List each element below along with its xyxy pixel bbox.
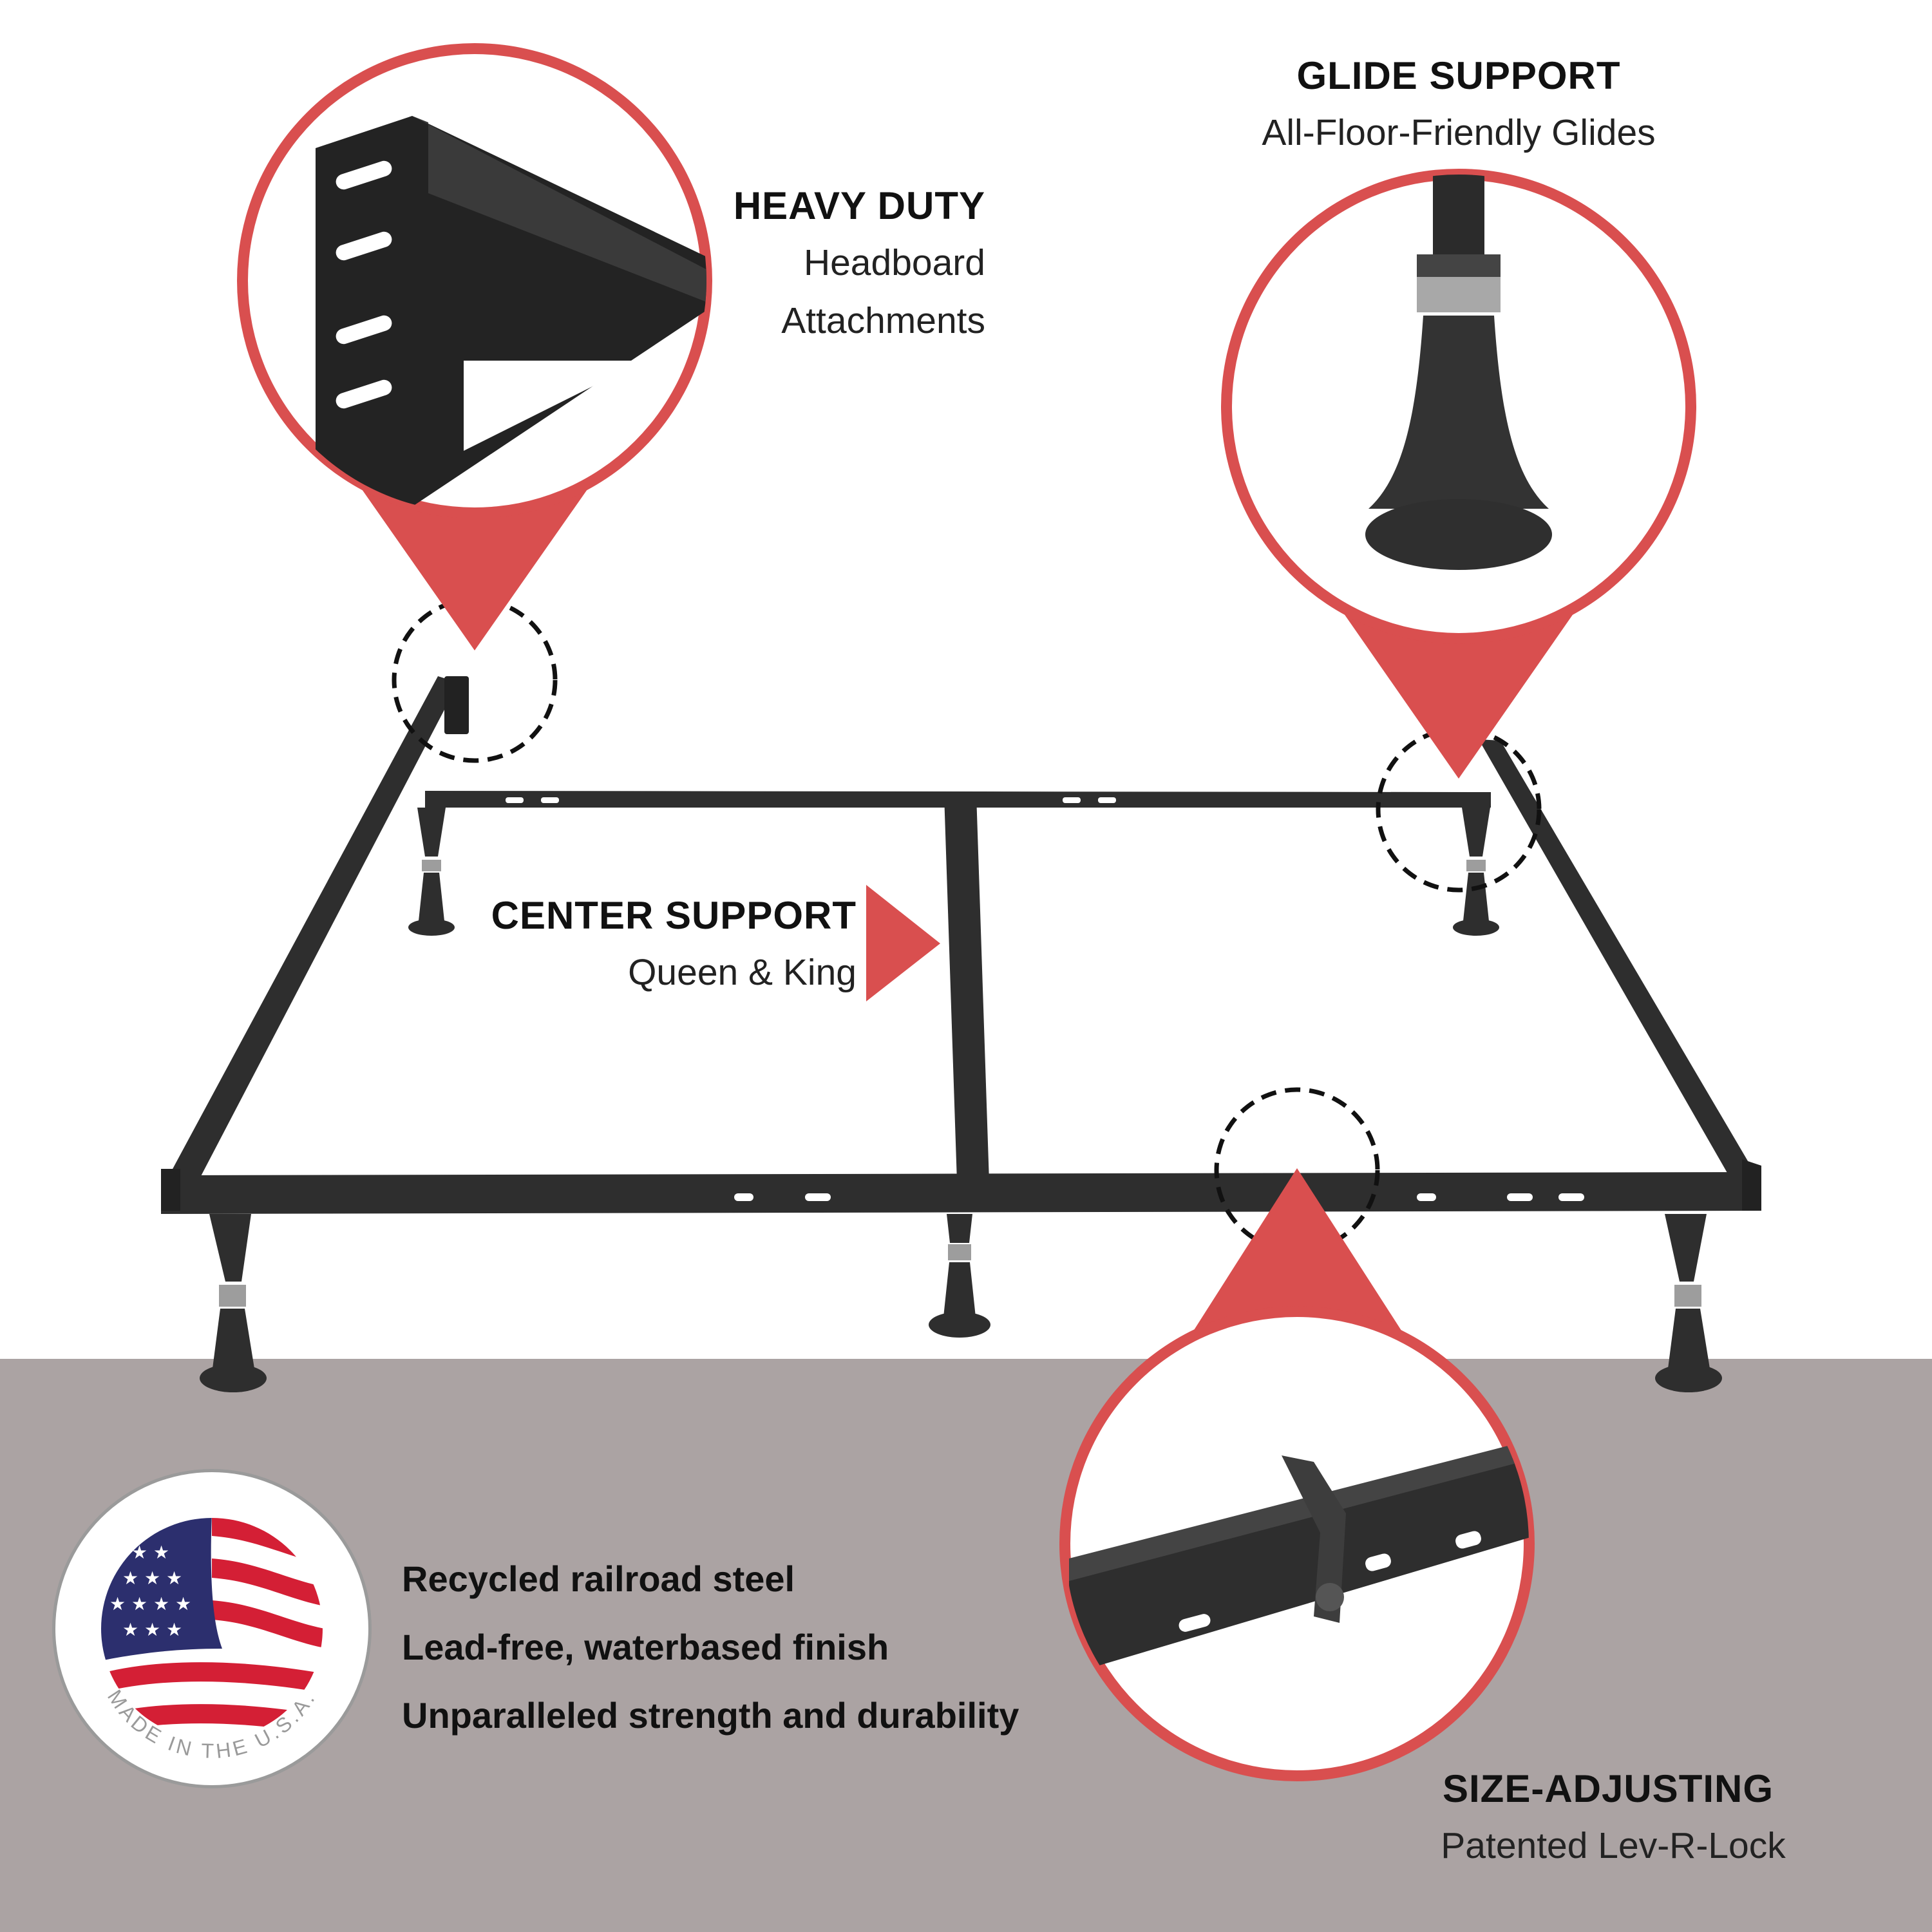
leg [929, 1214, 990, 1338]
feature-item: Unparalleled strength and durability [402, 1695, 1019, 1736]
center-support-pointer [866, 885, 940, 1001]
leg [200, 1214, 267, 1392]
made-in-usa-badge: ★ ★ ★★ ★ ★ ★ ★ ★ ★★ ★ ★ MADE IN THE U.S.… [52, 1469, 372, 1788]
feature-item: Lead-free, waterbased finish [402, 1627, 889, 1667]
callout-lock-zoom [1059, 1168, 1535, 1781]
heavy-duty-line-1: Headboard [803, 242, 985, 283]
svg-text:★ ★ ★ ★: ★ ★ ★ ★ [109, 1593, 191, 1615]
leg [1655, 1214, 1722, 1392]
glide-support-title: GLIDE SUPPORT [1296, 54, 1621, 97]
size-adjusting-subtitle: Patented Lev-R-Lock [1441, 1825, 1786, 1866]
leg [1453, 808, 1499, 936]
us-flag-icon: ★ ★ ★★ ★ ★ ★ ★ ★ ★★ ★ ★ [101, 1518, 323, 1739]
heavy-duty-line-2: Attachments [781, 300, 985, 341]
heavy-duty-title: HEAVY DUTY [733, 184, 985, 227]
svg-text:★ ★ ★: ★ ★ ★ [122, 1567, 182, 1589]
leg [408, 808, 455, 936]
size-adjusting-title: SIZE-ADJUSTING [1442, 1767, 1774, 1810]
svg-text:★ ★ ★: ★ ★ ★ [122, 1619, 182, 1640]
callout-glide-zoom [1221, 169, 1696, 779]
feature-item: Recycled railroad steel [402, 1558, 795, 1599]
bed-frame [161, 676, 1761, 1392]
glide-support-subtitle: All-Floor-Friendly Glides [1262, 112, 1656, 153]
callout-headboard-zoom [237, 43, 712, 650]
center-support-title: CENTER SUPPORT [491, 894, 857, 937]
center-support-subtitle: Queen & King [628, 952, 857, 993]
